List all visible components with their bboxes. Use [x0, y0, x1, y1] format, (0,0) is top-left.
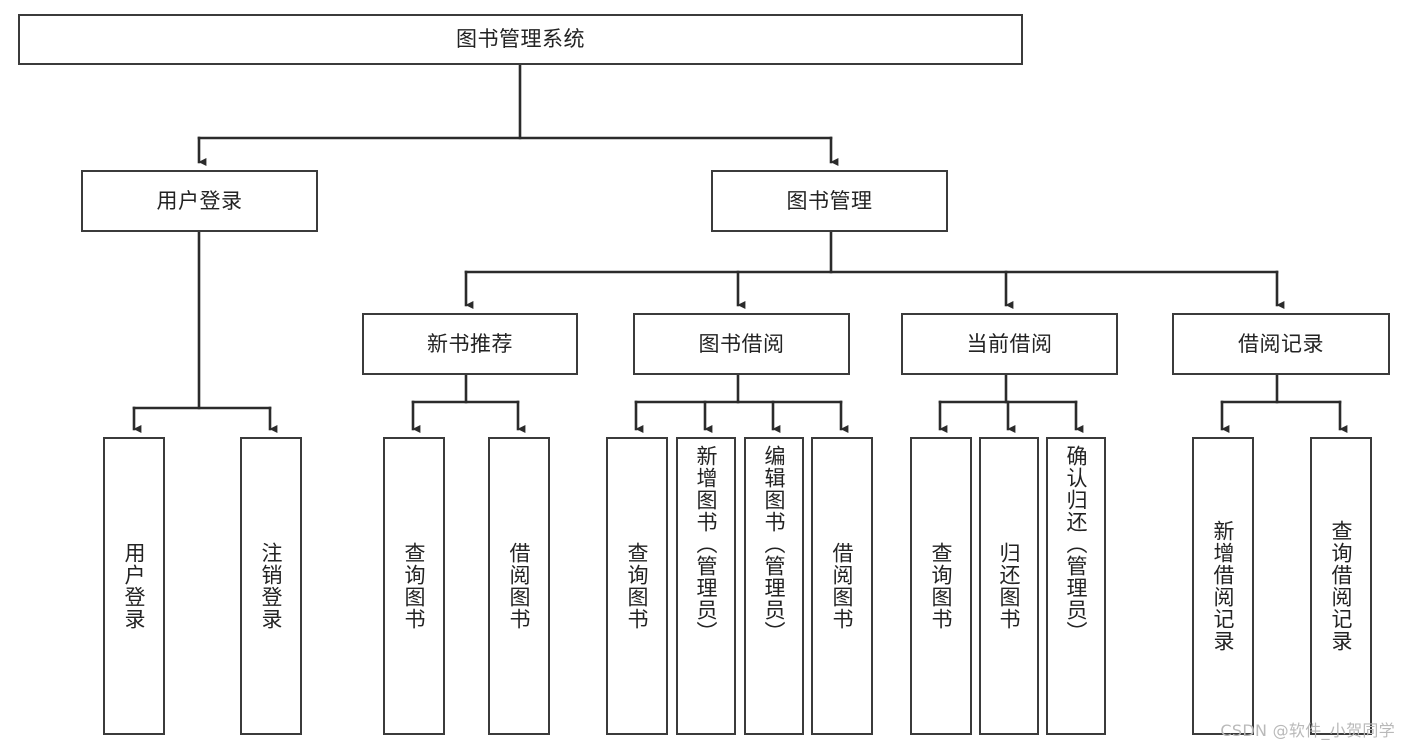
leaf-current-borrow-query-book[interactable]: 查询图书 — [910, 437, 972, 735]
node-label: 借阅记录 — [1238, 331, 1324, 356]
node-label: 用户登录 — [122, 542, 147, 630]
leaf-book-borrow-add-book[interactable]: 新增图书（管理员） — [676, 437, 736, 735]
node-current-borrow[interactable]: 当前借阅 — [901, 313, 1118, 375]
node-label: 图书管理系统 — [456, 27, 585, 52]
node-label: 注销登录 — [259, 542, 284, 630]
node-label: 编辑图书（管理员） — [762, 445, 787, 643]
node-root-system[interactable]: 图书管理系统 — [18, 14, 1023, 65]
node-label: 查询图书 — [929, 542, 954, 630]
leaf-book-borrow-edit-book[interactable]: 编辑图书（管理员） — [744, 437, 804, 735]
node-label: 借阅图书 — [830, 542, 855, 630]
node-label: 用户登录 — [156, 188, 243, 213]
leaf-new-book-borrow-book[interactable]: 借阅图书 — [488, 437, 550, 735]
leaf-current-borrow-return-book[interactable]: 归还图书 — [979, 437, 1039, 735]
node-label: 新书推荐 — [427, 331, 513, 356]
node-label: 图书管理 — [786, 188, 873, 213]
leaf-book-borrow-borrow-book[interactable]: 借阅图书 — [811, 437, 873, 735]
node-label: 查询借阅记录 — [1329, 520, 1354, 652]
leaf-book-borrow-query-book[interactable]: 查询图书 — [606, 437, 668, 735]
leaf-user-login-logout[interactable]: 注销登录 — [240, 437, 302, 735]
node-borrow-record[interactable]: 借阅记录 — [1172, 313, 1390, 375]
watermark-text: CSDN @软件_小贺同学 — [1220, 721, 1395, 740]
node-book-borrow[interactable]: 图书借阅 — [633, 313, 850, 375]
node-label: 当前借阅 — [966, 331, 1053, 356]
node-book-management[interactable]: 图书管理 — [711, 170, 948, 232]
leaf-user-login-login[interactable]: 用户登录 — [103, 437, 165, 735]
node-label: 借阅图书 — [507, 542, 532, 630]
leaf-borrow-record-add-record[interactable]: 新增借阅记录 — [1192, 437, 1254, 735]
node-new-book-recommend[interactable]: 新书推荐 — [362, 313, 578, 375]
node-label: 新增借阅记录 — [1211, 520, 1236, 652]
node-label: 查询图书 — [402, 542, 427, 630]
leaf-new-book-query-book[interactable]: 查询图书 — [383, 437, 445, 735]
node-label: 查询图书 — [625, 542, 650, 630]
node-label: 确认归还（管理员） — [1064, 445, 1089, 643]
node-label: 归还图书 — [997, 542, 1022, 630]
node-user-login[interactable]: 用户登录 — [81, 170, 318, 232]
leaf-borrow-record-query-record[interactable]: 查询借阅记录 — [1310, 437, 1372, 735]
leaf-current-borrow-confirm-return[interactable]: 确认归还（管理员） — [1046, 437, 1106, 735]
node-label: 新增图书（管理员） — [694, 445, 719, 643]
node-label: 图书借阅 — [698, 331, 785, 356]
